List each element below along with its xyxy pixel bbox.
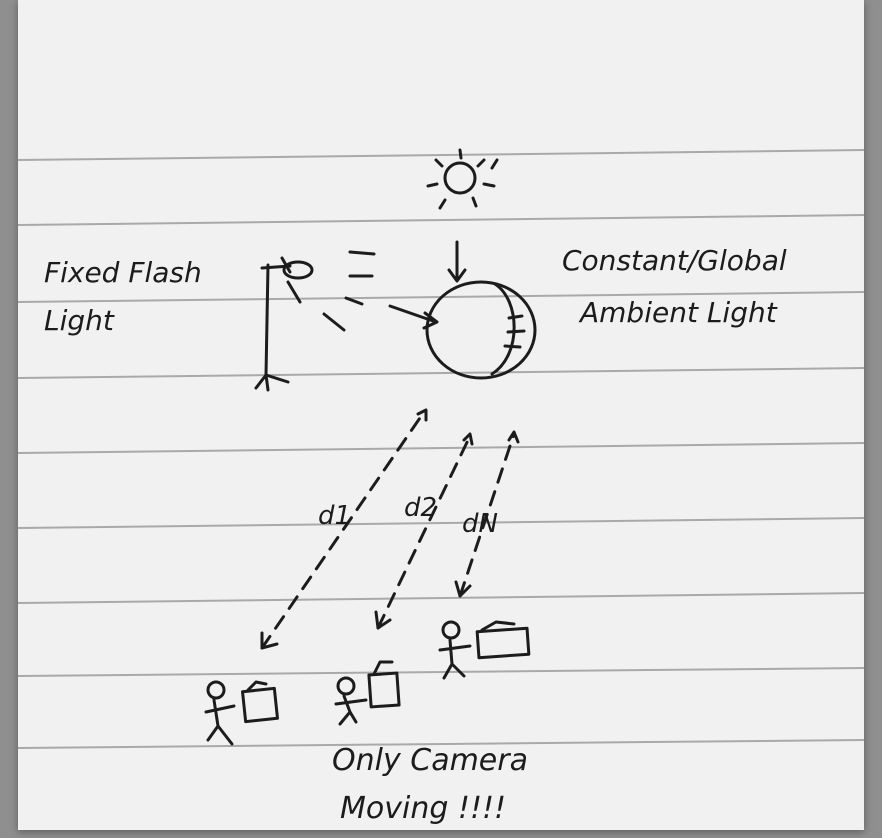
flash-light-label: Fixed Flash Light <box>44 256 202 337</box>
distance-label-d2: d2 <box>404 493 437 523</box>
distance-label-dn: dN <box>462 509 498 539</box>
distance-lines <box>260 408 520 650</box>
distance-label-d1: d1 <box>318 501 351 531</box>
note-line1: Only Camera <box>332 743 528 778</box>
object-sphere-icon <box>425 280 537 380</box>
sticky-note <box>18 0 864 830</box>
ambient-light-label: Constant/Global Ambient Light <box>562 244 787 329</box>
sun-icon <box>426 148 499 210</box>
flash-rays <box>322 250 439 332</box>
ambient-arrow <box>447 240 467 283</box>
ruled-lines <box>17 149 865 749</box>
ambient-label-line1: Constant/Global <box>562 244 787 277</box>
flash-label-line1: Fixed Flash <box>44 256 202 289</box>
flash-light-stand-icon <box>254 256 314 392</box>
camera-operator-icon <box>204 620 531 746</box>
note-line2: Moving !!!! <box>340 791 506 826</box>
distance-labels: d1 d2 dN <box>318 493 498 539</box>
ambient-label-line2: Ambient Light <box>578 296 778 329</box>
flash-label-line2: Light <box>44 304 115 337</box>
note-label: Only Camera Moving !!!! <box>332 743 528 826</box>
